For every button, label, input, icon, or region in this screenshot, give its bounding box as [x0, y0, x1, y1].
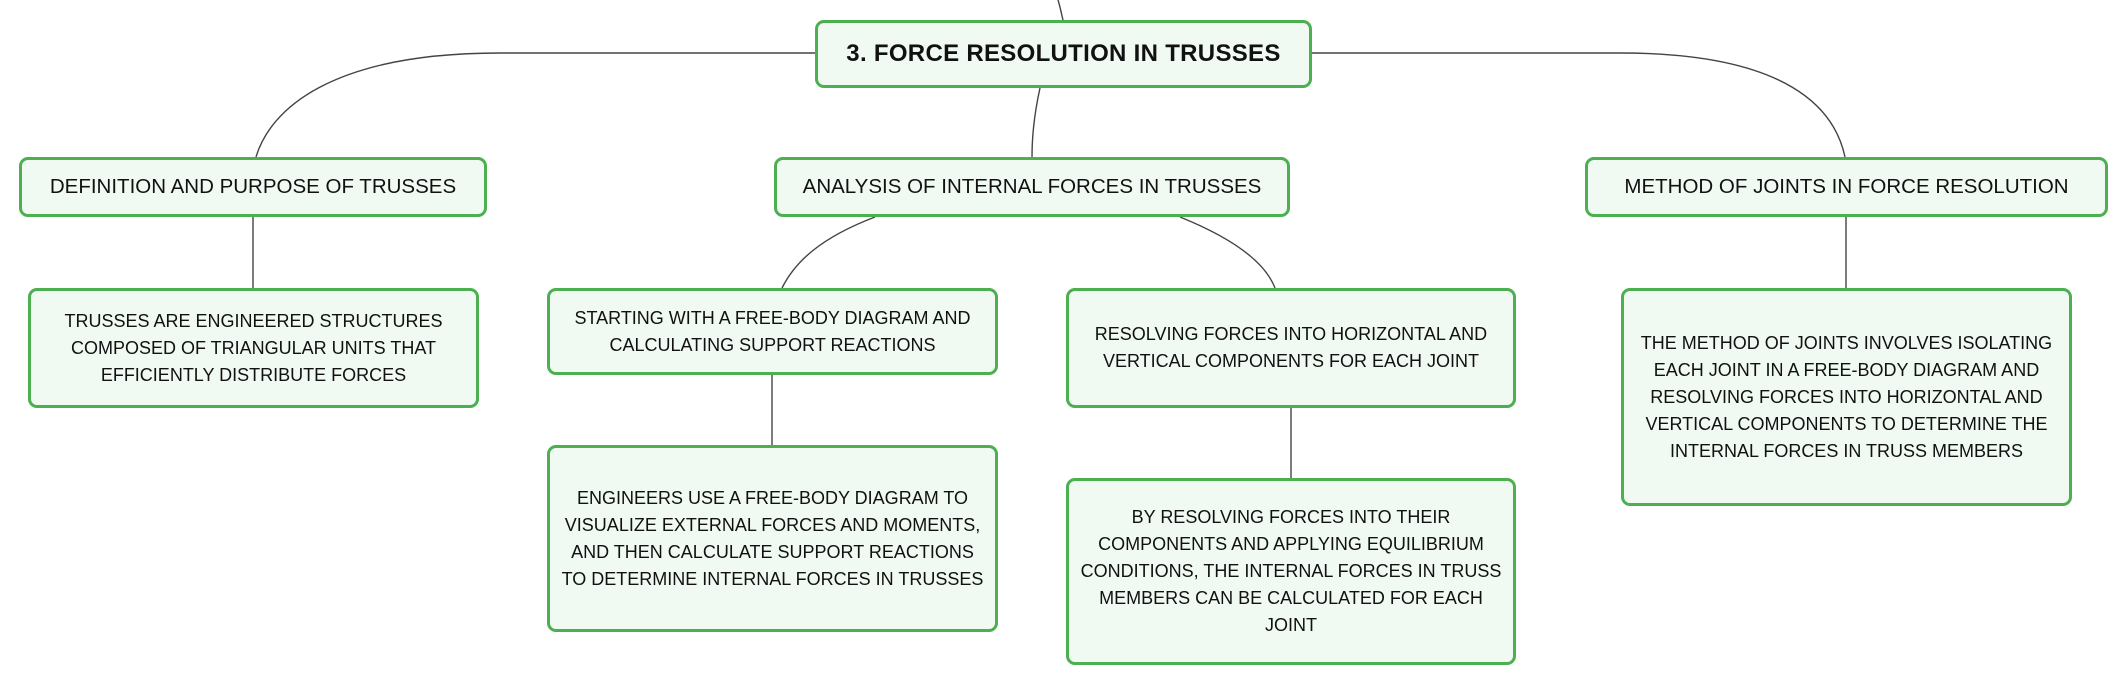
connector-from-parent: [1057, 0, 1064, 21]
resolving-components-text: RESOLVING FORCES INTO HORIZONTAL AND VER…: [1094, 324, 1488, 371]
topic-method-label: METHOD OF JOINTS IN FORCE RESOLUTION: [1624, 175, 2069, 198]
connector-root-to-definition: [255, 52, 815, 158]
definition-detail-node[interactable]: TRUSSES ARE ENGINEERED STRUCTURES COMPOS…: [28, 288, 479, 408]
starting-fbd-text: STARTING WITH A FREE-BODY DIAGRAM AND CA…: [574, 307, 971, 355]
topic-analysis-label: ANALYSIS OF INTERNAL FORCES IN TRUSSES: [802, 175, 1262, 198]
method-detail-text: THE METHOD OF JOINTS INVOLVES ISOLATING …: [1640, 332, 2053, 461]
root-label: 3. FORCE RESOLUTION IN TRUSSES: [846, 40, 1281, 67]
topic-definition-label: DEFINITION AND PURPOSE OF TRUSSES: [49, 175, 457, 198]
topic-method-node[interactable]: METHOD OF JOINTS IN FORCE RESOLUTION: [1585, 157, 2108, 217]
starting-fbd-node[interactable]: STARTING WITH A FREE-BODY DIAGRAM AND CA…: [547, 288, 998, 375]
connector-root-to-method: [1312, 52, 1846, 158]
engineers-fbd-node[interactable]: ENGINEERS USE A FREE-BODY DIAGRAM TO VIS…: [547, 445, 998, 632]
connector-root-to-analysis: [1031, 87, 1041, 158]
connector-analysis-to-starting: [781, 216, 876, 289]
topic-analysis-node[interactable]: ANALYSIS OF INTERNAL FORCES IN TRUSSES: [774, 157, 1290, 217]
topic-definition-node[interactable]: DEFINITION AND PURPOSE OF TRUSSES: [19, 157, 487, 217]
equilibrium-text: BY RESOLVING FORCES INTO THEIR COMPONENT…: [1080, 507, 1502, 635]
definition-detail-text: TRUSSES ARE ENGINEERED STRUCTURES COMPOS…: [64, 310, 443, 385]
method-detail-node[interactable]: THE METHOD OF JOINTS INVOLVES ISOLATING …: [1621, 288, 2072, 506]
root-node[interactable]: 3. FORCE RESOLUTION IN TRUSSES: [815, 20, 1312, 88]
equilibrium-node[interactable]: BY RESOLVING FORCES INTO THEIR COMPONENT…: [1066, 478, 1516, 665]
engineers-fbd-text: ENGINEERS USE A FREE-BODY DIAGRAM TO VIS…: [561, 487, 984, 589]
resolving-components-node[interactable]: RESOLVING FORCES INTO HORIZONTAL AND VER…: [1066, 288, 1516, 408]
connector-analysis-to-resolving: [1179, 216, 1276, 289]
